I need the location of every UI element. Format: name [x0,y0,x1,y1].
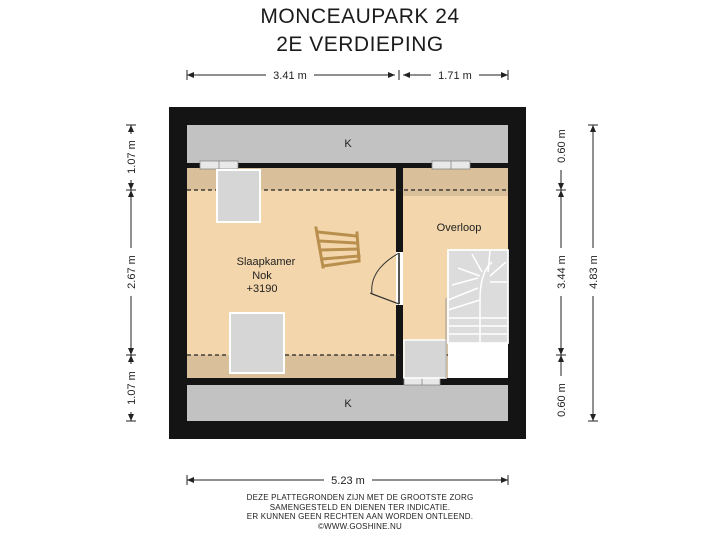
skylight-lower [229,312,285,374]
dimension-right-bottom: 0.60 m [556,383,568,417]
knee-wall-label-bottom: K [344,398,352,410]
bedroom-ridge-height: +3190 [247,283,278,295]
bedroom-ridge-label: Nok [252,270,272,282]
dimension-bottom-total: 5.23 m [331,475,365,487]
staircase-icon [447,249,509,344]
loft-ladder-icon [314,226,361,269]
knee-wall-zone-bottom [187,385,508,421]
dimension-right-total: 4.83 m [588,255,600,289]
dimension-top-left: 3.41 m [273,70,307,82]
bedroom-low-ceiling-bottom [187,355,396,378]
dimension-right-top: 0.60 m [556,129,568,163]
disclaimer-line: SAMENGESTELD EN DIENEN TER INDICATIE. [269,502,451,512]
disclaimer-website: ©WWW.GOSHINE.NU [318,521,402,531]
landing-name: Overloop [437,222,482,234]
floor-level-title: 2E VERDIEPING [276,33,444,56]
disclaimer-line: ER KUNNEN GEEN RECHTEN AAN WORDEN ONTLEE… [246,512,474,521]
bedroom-name: Slaapkamer [237,256,296,268]
dimension-top-right: 1.71 m [438,70,472,82]
knee-wall-label-top: K [344,138,352,150]
dimension-left-middle: 2.67 m [126,255,138,289]
disclaimer-line: DEZE PLATTEGRONDEN ZIJN MET DE GROOTSTE … [246,493,474,502]
stair-landing-floor [448,343,508,378]
landing-cabinet [403,339,447,379]
interior-wall-bottom [187,378,508,385]
disclaimer: DEZE PLATTEGRONDEN ZIJN MET DE GROOTSTE … [0,493,720,531]
interior-wall-top [187,163,508,168]
dimension-left-top: 1.07 m [126,140,138,174]
dimension-right-middle: 3.44 m [556,255,568,289]
dimension-left-bottom: 1.07 m [126,371,138,405]
landing-low-ceiling-top [403,168,508,196]
knee-wall-zone-top [187,125,508,163]
property-address-title: MONCEAUPARK 24 [260,5,460,28]
skylight-upper [216,169,261,223]
